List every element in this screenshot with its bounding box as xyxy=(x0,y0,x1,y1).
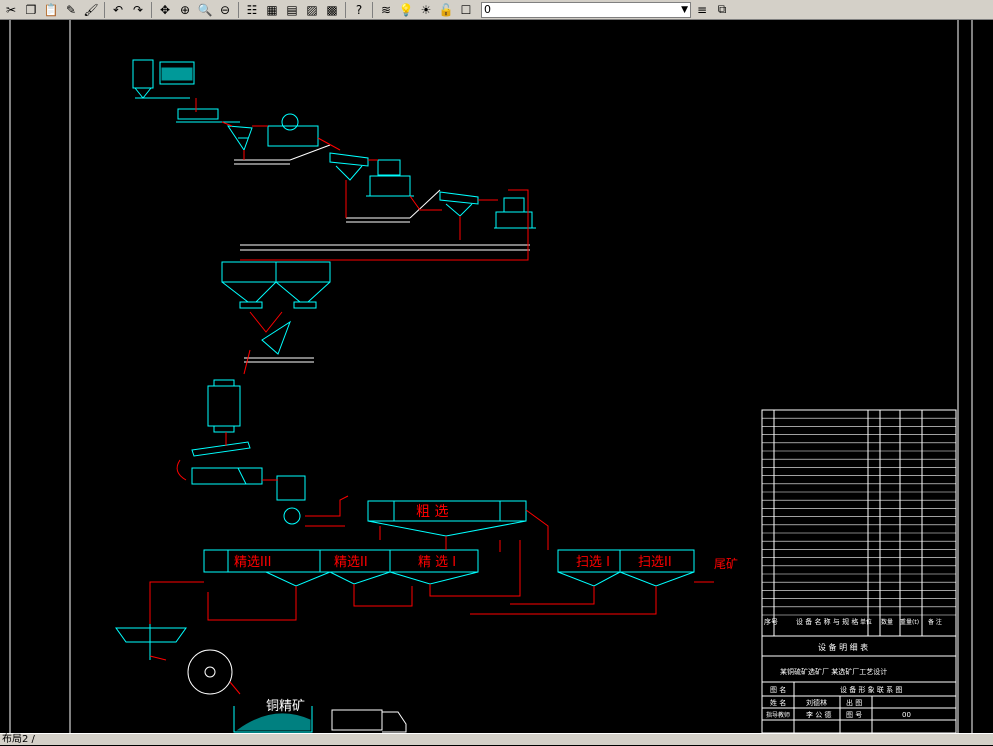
concentrate-storage xyxy=(233,706,313,733)
feed-chute xyxy=(261,320,291,355)
layout-tab[interactable]: 布局2 / xyxy=(2,734,35,745)
zoom-prev-icon[interactable]: ⊖ xyxy=(219,2,231,17)
label-cleaner-2: 精选II xyxy=(334,555,368,570)
zoom-window-icon[interactable]: 🔍 xyxy=(197,2,213,17)
fine-ore-bins xyxy=(221,261,331,309)
cone-crusher-3 xyxy=(494,197,536,229)
belt-conveyor-1 xyxy=(234,144,331,165)
toolbar-separator xyxy=(345,1,346,18)
table-header-remark: 备 注 xyxy=(928,618,942,626)
title-block-table-title: 设 备 明 细 表 xyxy=(818,642,868,652)
redo-icon[interactable]: ↷ xyxy=(132,2,144,17)
label-tailings: 尾矿 xyxy=(714,557,738,571)
design-center-icon[interactable]: ▦ xyxy=(266,2,278,17)
paper-border xyxy=(9,20,973,733)
cone-crusher-1 xyxy=(267,113,319,147)
chevron-down-icon: ▼ xyxy=(681,4,688,15)
markup-icon[interactable]: ▨ xyxy=(306,2,318,17)
table-header-weight: 重量(t) xyxy=(900,618,919,626)
scissors-icon[interactable]: ✂ xyxy=(5,2,17,17)
label-cleaner-3: 精选III xyxy=(234,555,272,570)
ball-mill xyxy=(207,379,241,433)
belt-conveyor-2 xyxy=(346,189,441,223)
sun-icon[interactable]: ☀ xyxy=(420,2,432,17)
title-block-name-value: 刘德林 xyxy=(806,698,827,707)
pan-icon[interactable]: ✥ xyxy=(159,2,171,17)
layer-dropdown[interactable]: 0 ▼ xyxy=(481,1,691,18)
flow-lines xyxy=(149,98,714,695)
disc-filter xyxy=(187,649,233,695)
thickener xyxy=(115,620,187,660)
toolbar-separator xyxy=(104,1,105,18)
brush-icon[interactable]: ✎ xyxy=(65,2,77,17)
title-block-name-label: 姓 名 xyxy=(770,698,786,707)
title-block-sheet-label: 图 号 xyxy=(846,711,862,719)
calc-icon[interactable]: ▩ xyxy=(326,2,338,17)
paste-icon[interactable]: 📋 xyxy=(43,2,59,17)
layers-icon[interactable]: ≋ xyxy=(380,2,392,17)
cleaner-flotation-bank xyxy=(203,549,479,587)
title-block xyxy=(761,635,957,734)
layer-prev-icon[interactable]: ⧉ xyxy=(717,2,727,16)
spiral-classifier xyxy=(191,441,263,485)
slurry-pump xyxy=(276,475,306,525)
title-block-drawing-name-label: 图 名 xyxy=(770,685,786,694)
table-header-unit: 单位 xyxy=(860,618,872,626)
equipment-table xyxy=(761,409,957,637)
label-scavenger-1: 扫选 I xyxy=(576,555,610,570)
table-header-index: 序号 xyxy=(764,617,778,626)
toolbar-separator xyxy=(151,1,152,18)
toolbar-separator xyxy=(372,1,373,18)
vibrating-screen-2 xyxy=(439,191,479,217)
label-copper-concentrate: 铜精矿 xyxy=(266,699,305,714)
title-block-date-label: 出 图 xyxy=(846,698,862,707)
table-header-qty: 数量 xyxy=(881,618,893,626)
standard-toolbar: ✂ ❐ 📋 ✎ 🖌 ↶ ↷ ✥ ⊕ 🔍 ⊖ ☷ ▦ ▤ ▨ ▩ ? ≋ 💡 ☀ … xyxy=(0,0,993,20)
title-block-drawing-name: 设 备 形 象 联 系 图 xyxy=(840,685,902,694)
label-rougher: 粗 选 xyxy=(416,504,448,520)
cone-crusher-2 xyxy=(366,159,414,197)
vibrating-screen-1 xyxy=(329,152,369,181)
drawing-canvas[interactable]: 粗 选 精选III 精选II 精 选 I 扫选 I 扫选II 尾矿 铜精矿 设 … xyxy=(0,20,993,734)
layout-tab-bar: 布局2 / xyxy=(0,733,993,745)
light-bulb-icon[interactable]: 💡 xyxy=(398,2,414,17)
label-cleaner-1: 精 选 I xyxy=(418,555,456,570)
zoom-realtime-icon[interactable]: ⊕ xyxy=(179,2,191,17)
label-scavenger-2: 扫选II xyxy=(638,555,672,570)
help-icon[interactable]: ? xyxy=(355,2,363,17)
color-swatch-icon[interactable]: ☐ xyxy=(460,2,472,17)
raw-ore-bin xyxy=(132,59,195,99)
belt-conveyor-4 xyxy=(244,357,314,363)
apron-feeder xyxy=(176,108,240,123)
toolbar-separator xyxy=(238,1,239,18)
layer-dropdown-value: 0 xyxy=(484,3,491,16)
title-block-sheet-value: 00 xyxy=(902,711,911,719)
title-block-checker-label: 指导教师 xyxy=(766,711,790,719)
title-block-project: 某铜硫矿选矿厂 某选矿厂工艺设计 xyxy=(780,667,887,676)
layer-state-icon[interactable]: ≡ xyxy=(696,2,708,17)
properties-icon[interactable]: ☷ xyxy=(246,2,258,17)
belt-conveyor-3 xyxy=(240,244,530,251)
match-prop-icon[interactable]: 🖌 xyxy=(83,2,99,17)
dump-truck xyxy=(331,709,407,733)
tool-palette-icon[interactable]: ▤ xyxy=(286,2,298,17)
undo-icon[interactable]: ↶ xyxy=(112,2,124,17)
table-header-name: 设 备 名 称 与 规 格 xyxy=(796,617,858,626)
jaw-crusher xyxy=(227,125,253,152)
copy-icon[interactable]: ❐ xyxy=(25,2,37,17)
title-block-checker-value: 李 公 德 xyxy=(806,710,831,719)
lock-icon[interactable]: 🔓 xyxy=(438,2,454,17)
